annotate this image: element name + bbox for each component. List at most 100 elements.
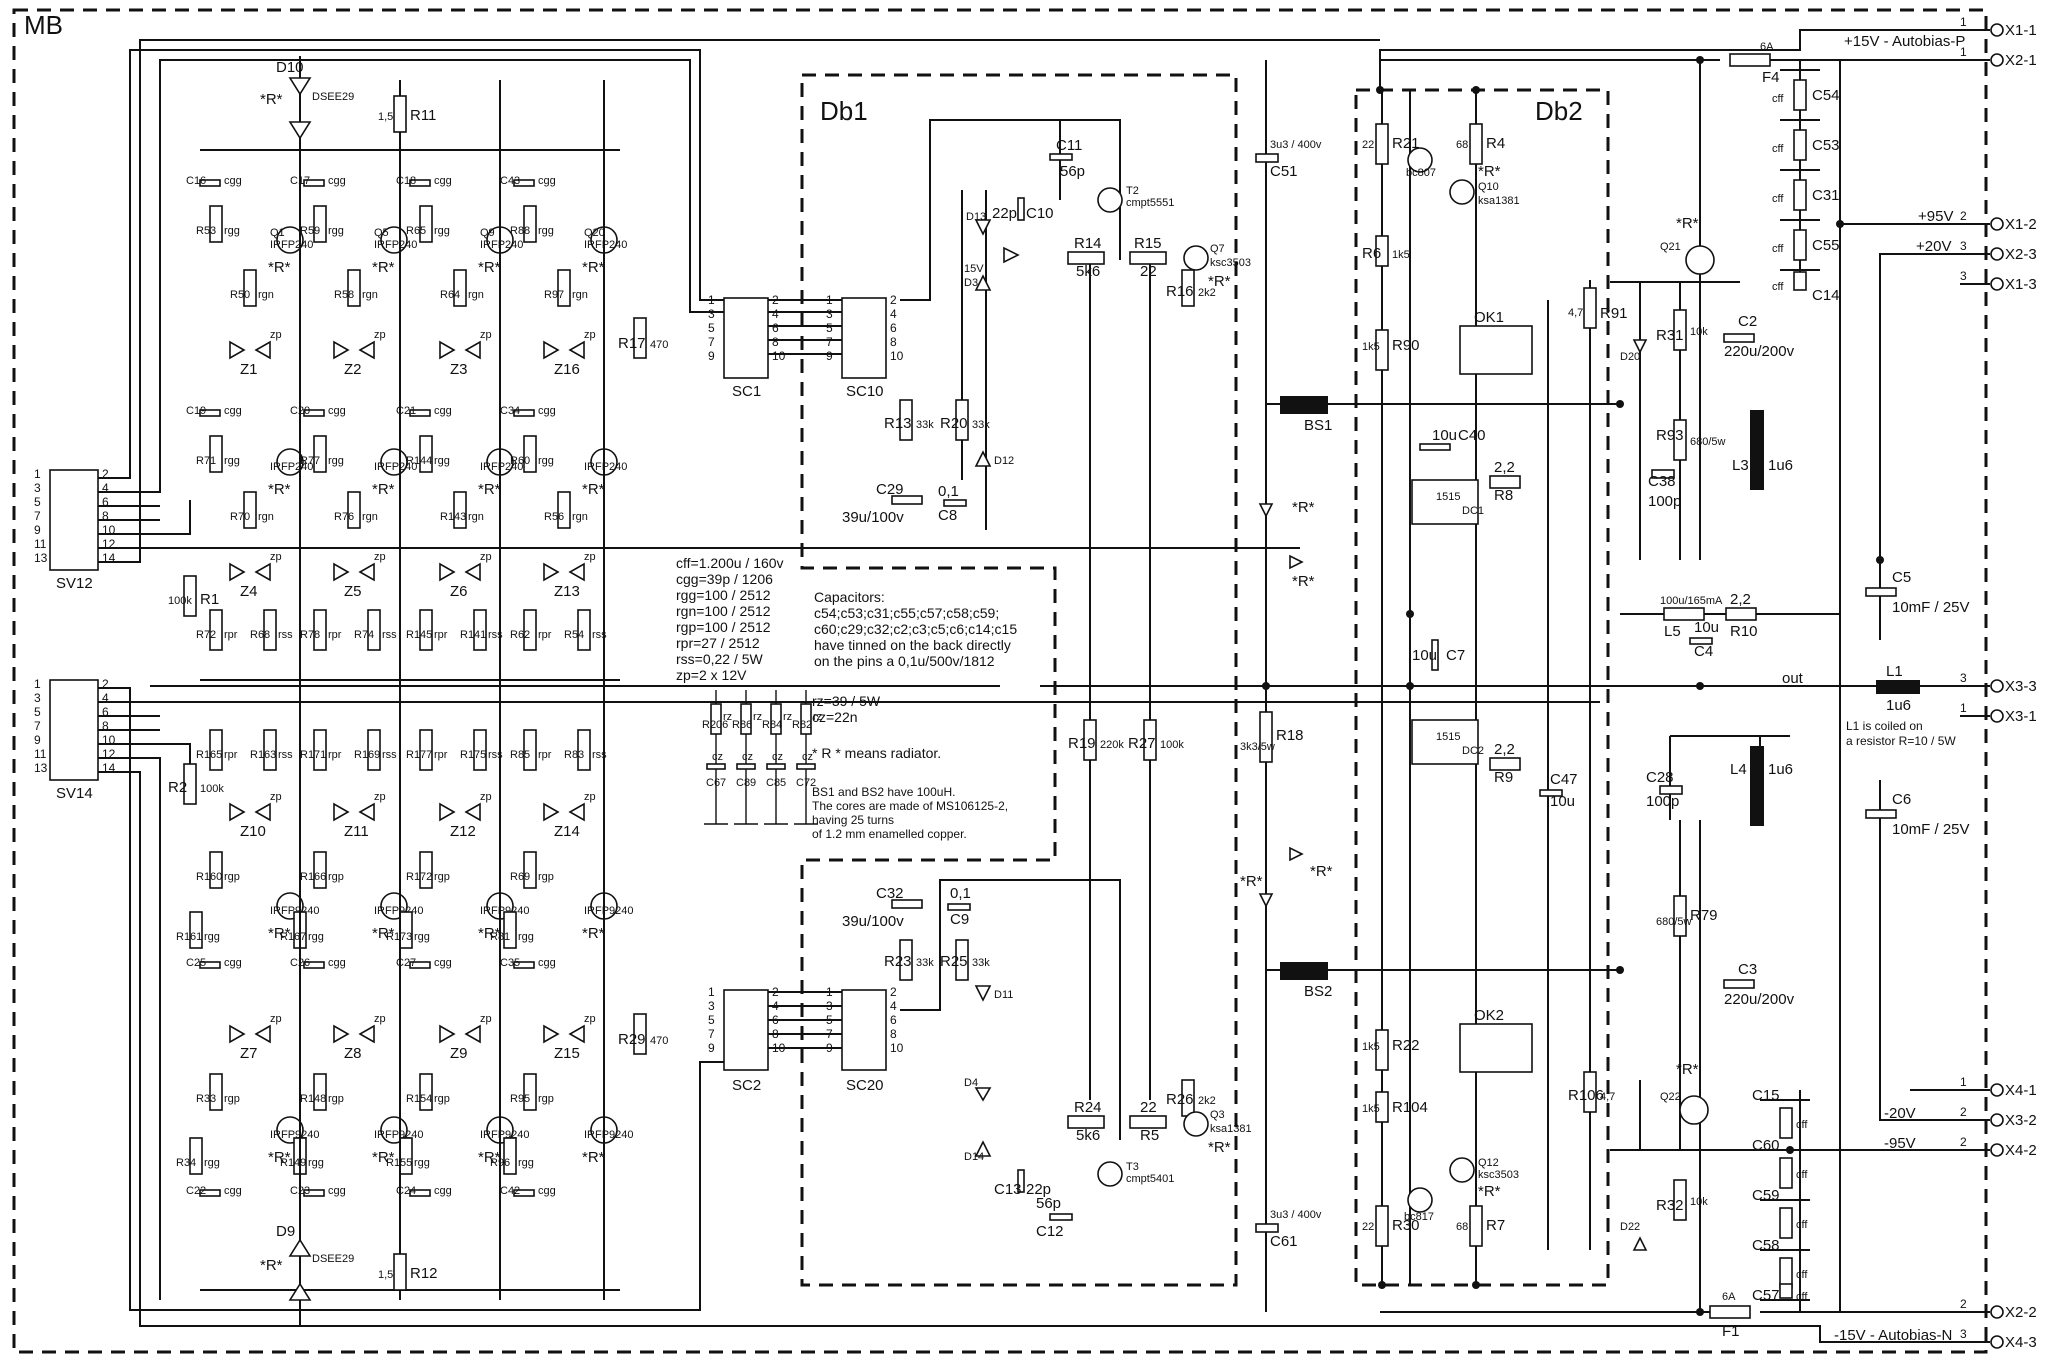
zener-diode[interactable] [543, 1024, 560, 1044]
resistor-r17[interactable] [633, 317, 647, 359]
resistor[interactable] [473, 609, 487, 651]
resistor[interactable] [313, 729, 327, 771]
resistor[interactable] [209, 435, 223, 473]
connector-sc1-body[interactable] [723, 297, 769, 379]
zener-diode[interactable] [333, 802, 350, 822]
terminal-x3-1[interactable] [1990, 709, 2004, 723]
resistor-r4[interactable] [1469, 123, 1483, 165]
resistor-r22[interactable] [1375, 1029, 1389, 1071]
diode-d10[interactable] [288, 77, 312, 96]
zener-diode[interactable] [568, 802, 585, 822]
resistor[interactable] [209, 205, 223, 243]
zener-diode[interactable] [568, 340, 585, 360]
terminal-x1-3[interactable] [1990, 277, 2004, 291]
resistor-r2[interactable] [183, 763, 197, 805]
capacitor[interactable] [409, 1189, 431, 1197]
connector-sc20[interactable]: SC20 [841, 989, 887, 1094]
resistor[interactable] [347, 269, 361, 307]
resistor-r19[interactable] [1083, 719, 1097, 761]
diode-d6[interactable] [1289, 846, 1304, 862]
resistor-r104[interactable] [1375, 1091, 1389, 1123]
zener-diode[interactable] [439, 562, 456, 582]
resistor[interactable] [243, 269, 257, 307]
resistor-r93[interactable] [1673, 419, 1687, 461]
transistor-q7[interactable] [1183, 245, 1209, 271]
resistor[interactable] [313, 435, 327, 473]
zener-diode[interactable] [333, 1024, 350, 1044]
zener-diode[interactable] [333, 340, 350, 360]
resistor[interactable] [523, 1073, 537, 1111]
resistor[interactable] [367, 729, 381, 771]
capacitor-c59[interactable] [1779, 1207, 1793, 1239]
resistor-r11[interactable] [393, 95, 407, 133]
capacitor-c3[interactable] [1723, 979, 1755, 989]
resistor[interactable] [419, 609, 433, 651]
dcdc-dc2[interactable] [1411, 719, 1479, 765]
resistor-r15[interactable] [1129, 251, 1167, 265]
connector-sv14[interactable]: SV14 [49, 679, 99, 802]
resistor-r12[interactable] [393, 1253, 407, 1291]
zener-diode[interactable] [358, 340, 375, 360]
capacitor-c14[interactable] [1793, 271, 1807, 291]
resistor-r21[interactable] [1375, 123, 1389, 165]
connector-sv14-body[interactable] [49, 679, 99, 781]
resistor-r24[interactable] [1067, 1115, 1105, 1129]
resistor[interactable] [577, 729, 591, 771]
resistor[interactable] [419, 1073, 433, 1111]
diode-d12[interactable] [974, 450, 992, 467]
resistor-r20[interactable] [955, 399, 969, 441]
resistor-r31[interactable] [1673, 309, 1687, 351]
resistor[interactable] [419, 851, 433, 889]
transistor-bc817[interactable] [1407, 1187, 1433, 1213]
inductor-l3[interactable] [1750, 410, 1764, 490]
transistor-q10[interactable] [1449, 179, 1475, 205]
snubber-capacitor[interactable] [766, 763, 786, 770]
resistor-r7[interactable] [1469, 1205, 1483, 1247]
zener-diode[interactable] [543, 562, 560, 582]
resistor[interactable] [209, 1073, 223, 1111]
mosfet[interactable] [276, 448, 304, 476]
zener-diode[interactable] [439, 1024, 456, 1044]
zener-diode[interactable] [254, 340, 271, 360]
capacitor[interactable] [513, 409, 535, 417]
capacitor-c40[interactable] [1419, 443, 1451, 451]
resistor[interactable] [523, 851, 537, 889]
resistor[interactable] [243, 491, 257, 529]
capacitor-c4[interactable] [1689, 637, 1713, 645]
resistor-r13[interactable] [899, 399, 913, 441]
terminal-x2-1[interactable] [1990, 53, 2004, 67]
capacitor-c60[interactable] [1779, 1157, 1793, 1189]
resistor[interactable] [419, 435, 433, 473]
resistor-r16[interactable] [1181, 269, 1195, 307]
capacitor[interactable] [409, 961, 431, 969]
connector-sv12[interactable]: SV12 [49, 469, 99, 592]
diode-d2[interactable] [1289, 554, 1304, 570]
connector-sc2[interactable]: SC2 [723, 989, 769, 1094]
capacitor-c7[interactable] [1431, 639, 1439, 671]
diode-d9[interactable] [288, 1238, 312, 1257]
capacitor[interactable] [513, 961, 535, 969]
terminal-x4-2[interactable] [1990, 1143, 2004, 1157]
capacitor[interactable] [303, 179, 325, 187]
resistor[interactable] [523, 205, 537, 243]
capacitor-c47[interactable] [1539, 789, 1563, 797]
resistor[interactable] [577, 609, 591, 651]
zener-diode[interactable] [254, 562, 271, 582]
zener-diode[interactable] [568, 1024, 585, 1044]
terminal-x3-3[interactable] [1990, 679, 2004, 693]
resistor[interactable] [313, 205, 327, 243]
zener-diode[interactable] [439, 802, 456, 822]
fuse-f4[interactable] [1729, 53, 1771, 67]
resistor[interactable] [473, 729, 487, 771]
terminal-x2-2[interactable] [1990, 1305, 2004, 1319]
connector-sc1[interactable]: SC1 [723, 297, 769, 400]
resistor[interactable] [263, 729, 277, 771]
transistor-q21[interactable] [1685, 245, 1715, 275]
snubber-capacitor[interactable] [796, 763, 816, 770]
capacitor-c57[interactable] [1779, 1283, 1793, 1299]
zener-diode[interactable] [358, 1024, 375, 1044]
capacitor[interactable] [409, 409, 431, 417]
resistor-r29[interactable] [633, 1013, 647, 1055]
resistor-r8[interactable] [1489, 475, 1521, 489]
connector-sc10[interactable]: SC10 [841, 297, 887, 400]
